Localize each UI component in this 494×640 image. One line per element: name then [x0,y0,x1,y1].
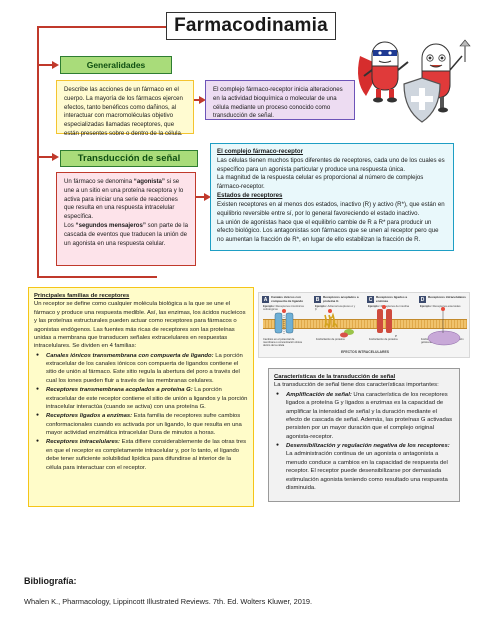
list-item: Receptores transmembrana acoplados a pro… [34,386,248,411]
connector-down [37,156,39,278]
connector-gen-to-complejo [194,99,202,101]
svg-text:P: P [395,334,397,338]
familias-heading: Principales familias de receptores [34,293,130,299]
panel-b-effect: Fosforilación de proteína [316,338,345,341]
familia-term: Receptores ligados a enzimas: [46,413,133,420]
agonista-text-1: Un fármaco se denomina [64,178,134,185]
panel-c-effect: Fosforilación de proteína [369,338,398,341]
familia-text: La porción extracelular de los canales i… [46,352,243,384]
panel-c-label: Receptores ligados a enzimas [376,295,408,303]
estados-text-1: Existen receptores en al menos dos estad… [217,200,445,217]
list-item: Receptores intracelulares: Esta difiere … [34,438,248,472]
agonista-text-4: son parte de la cascada de eventos que t… [64,222,188,247]
caracteristicas-box: Características de la transducción de se… [268,368,460,502]
g-protein-receptor-icon [324,309,354,338]
intracellular-receptor-icon [427,307,461,346]
complejo-text-1: Las células tienen muchos tipos diferent… [217,156,445,173]
panel-b-example: Ejemplo: Adrenorreceptores α y β [315,304,356,312]
caracteristicas-heading: Características de la transducción de se… [274,374,396,380]
familia-term: Receptores intracelulares: [46,439,120,446]
familias-intro: Un receptor se define como cualquier mol… [34,301,246,350]
generalidades-label-text: Generalidades [86,60,146,70]
panel-b-label: Receptores acoplados a proteína G [323,295,359,303]
estados-heading: Estados de receptores [217,192,283,200]
bibliografia-reference: Whalen K., Pharmacology, Lippincott Illu… [24,597,313,606]
familias-list: Canales iónicos transmembrana con compue… [34,352,248,472]
familia-term: Canales iónicos transmembrana con compue… [46,352,214,359]
page-title: Farmacodinamia [166,12,336,40]
list-item: Canales iónicos transmembrana con compue… [34,352,248,386]
receptor-families-figure: A Canales iónicos con compuerta de ligan… [258,292,470,358]
panel-b-badge: B [314,296,321,303]
list-item: Receptores ligados a enzimas: Esta famil… [34,412,248,437]
enzyme-receptor-icon: P [377,305,397,338]
segundos-mensajeros-term: “segundos mensajeros” [75,222,146,230]
panel-d-example: Ejemplo: Receptores esteroides [420,304,461,308]
arrow-complejo2 [204,193,211,201]
ion-channel-icon [274,309,294,335]
familia-text: Esta difiere considerablemente de las ot… [46,439,247,471]
panel-d-label: Receptores intracelulares [428,295,466,299]
generalidades-text: Describe las acciones de un fármaco en e… [64,86,183,138]
caracteristica-term: Desensibilización y regulación negativa … [286,443,450,449]
agonista-box: Un fármaco se denomina “agonista” si se … [56,172,196,266]
intracellular-effects-label: EFECTOS INTRACELULARES [341,350,389,354]
cell-membrane [263,319,467,329]
panel-a-example: Ejemplo: Receptores nicotínicos colinérg… [263,304,304,312]
connector-to-transduccion [37,156,53,158]
complejo-detail-box: El complejo fármaco-receptor Las células… [210,143,454,251]
panel-c-badge: C [367,296,374,303]
connector-bottom [37,276,157,278]
familia-term: Receptores transmembrana acoplados a pro… [46,387,193,394]
caracteristicas-intro: La transducción de señal tiene dos carac… [274,382,439,389]
familia-text: La porción extracelular de este receptor… [46,387,248,410]
caracteristica-text: La administración continua de un agonist… [286,451,448,491]
arrow-generalidades [52,61,59,69]
panel-a-badge: A [262,296,269,303]
list-item: Amplificación de señal: Una característi… [274,391,454,441]
complejo-summary-box: El complejo fármaco-receptor inicia alte… [205,80,355,120]
list-item: Desensibilización y regulación negativa … [274,442,454,492]
caracteristica-text: Una característica de los receptores lig… [286,391,453,440]
familia-text: Esta familia de receptores sufre cambios… [46,413,242,436]
panel-d-badge: D [419,296,426,303]
connector-top [37,26,167,28]
hero-capsule-illustration [352,26,472,138]
agonista-term: “agonista” [133,178,165,185]
generalidades-box: Describe las acciones de un fármaco en e… [56,80,194,138]
transduccion-label: Transducción de señal [60,150,198,167]
connector-vertical [37,26,39,157]
estados-text-2: La unión de agonistas hace que el equili… [217,218,439,244]
transduccion-label-text: Transducción de señal [77,153,181,164]
complejo-summary-text: El complejo fármaco-receptor inicia alte… [213,86,343,120]
arrow-transduccion [52,153,59,161]
panel-c-example: Ejemplo: Receptores de insulina [368,304,410,308]
connector-agonista-to-complejo [196,196,207,198]
complejo-text-2: La magnitud de la respuesta celular es p… [217,174,424,191]
shield-icon [403,77,441,123]
receptor-drawings: P [274,305,461,346]
caracteristica-term: Amplificación de señal: [286,391,352,398]
agonista-text-3: Los [64,222,76,230]
arrow-complejo [199,96,206,104]
connector-to-generalidades [37,64,53,66]
page-title-text: Farmacodinamia [174,15,328,36]
panel-a-label: Canales iónicos con compuerta de ligando [271,295,304,303]
complejo-heading: El complejo fármaco-receptor [217,148,304,155]
generalidades-label: Generalidades [60,56,172,74]
bibliografia-heading: Bibliografía: [24,576,77,586]
hero-capsule-icon [358,41,409,103]
familias-box: Principales familias de receptores Un re… [28,287,254,507]
caracteristicas-list: Amplificación de señal: Una característi… [274,391,454,493]
panel-a-effect: Cambios en el potencial de membrana o co… [263,338,302,347]
agonista-text-2: si se une a un sitio en una proteína rec… [64,178,184,221]
